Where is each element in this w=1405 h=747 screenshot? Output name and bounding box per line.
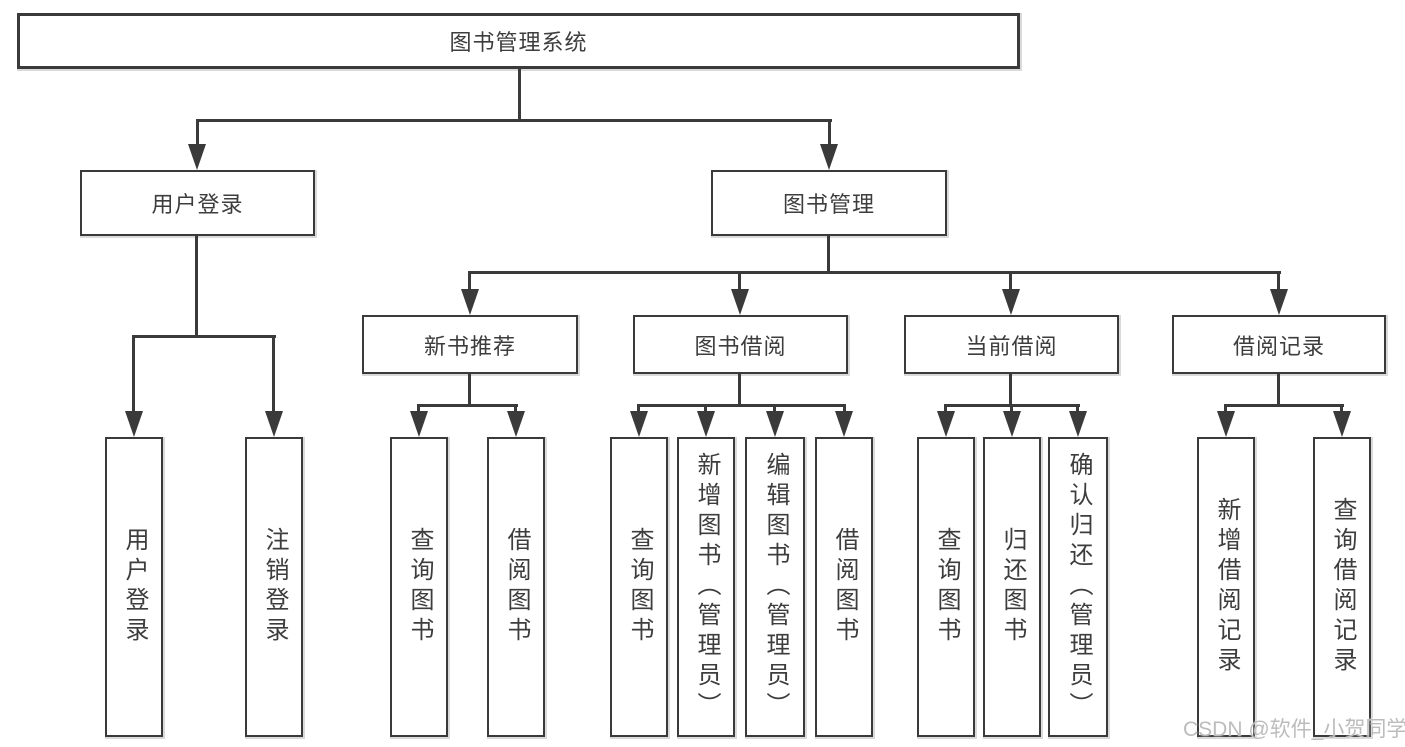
csdn-watermark: CSDN @软件_小贺同学 (1183, 718, 1405, 741)
connector-line (417, 404, 420, 414)
connector-line (272, 335, 275, 412)
leaf-label: 新增借阅记录 (1213, 497, 1240, 677)
leaf-label: 注销登录 (261, 527, 288, 647)
connector-line (132, 335, 276, 338)
leaf-return-books: 归还图书 (983, 437, 1041, 737)
arrow-down-icon (188, 144, 206, 170)
connector-line (1224, 404, 1344, 407)
connector-line (196, 119, 199, 147)
connector-line (704, 404, 707, 414)
connector-line (738, 374, 741, 407)
arrow-down-icon (630, 411, 648, 437)
arrow-down-icon (1003, 411, 1021, 437)
connector-line (1277, 271, 1280, 291)
connector-line (468, 271, 1281, 274)
leaf-borrow-books-borrowing: 借阅图书 (815, 437, 873, 737)
connector-line (468, 374, 471, 407)
leaf-edit-book-admin: 编辑图书（管理员） (745, 437, 805, 737)
connector-line (1076, 404, 1079, 414)
arrow-down-icon (461, 289, 479, 315)
arrow-down-icon (766, 411, 784, 437)
leaf-query-books-current: 查询图书 (917, 437, 975, 737)
connector-line (132, 335, 135, 412)
node-borrowing-records: 借阅记录 (1172, 315, 1386, 374)
arrow-down-icon (697, 411, 715, 437)
node-book-borrowing: 图书借阅 (633, 315, 848, 374)
connector-line (417, 404, 518, 407)
leaf-label: 归还图书 (999, 527, 1026, 647)
leaf-query-books-recommend: 查询图书 (390, 437, 448, 737)
arrow-down-icon (125, 411, 143, 437)
connector-line (827, 236, 830, 274)
arrow-down-icon (731, 289, 749, 315)
leaf-label: 查询图书 (933, 527, 960, 647)
connector-line (1009, 374, 1012, 407)
node-book-management: 图书管理 (711, 170, 947, 236)
connector-line (1009, 271, 1012, 291)
leaf-label: 编辑图书（管理员） (762, 452, 789, 722)
leaf-borrow-books-recommend: 借阅图书 (487, 437, 545, 737)
leaf-logout: 注销登录 (245, 437, 303, 737)
connector-line (637, 404, 640, 414)
leaf-label: 查询图书 (626, 527, 653, 647)
leaf-add-borrow-record: 新增借阅记录 (1197, 437, 1255, 737)
leaf-confirm-return-admin: 确认归还（管理员） (1048, 437, 1108, 737)
connector-line (196, 119, 832, 122)
arrow-down-icon (1217, 411, 1235, 437)
connector-line (1277, 374, 1280, 407)
leaf-label: 用户登录 (121, 527, 148, 647)
connector-line (828, 119, 831, 147)
connector-line (738, 271, 741, 291)
node-user-login: 用户登录 (80, 170, 315, 236)
leaf-query-books-borrowing: 查询图书 (610, 437, 668, 737)
arrow-down-icon (835, 411, 853, 437)
connector-line (514, 404, 517, 414)
connector-line (1224, 404, 1227, 414)
connector-line (1340, 404, 1343, 414)
connector-line (468, 271, 471, 291)
connector-line (773, 404, 776, 414)
connector-line (195, 236, 198, 338)
arrow-down-icon (507, 411, 525, 437)
connector-line (843, 404, 846, 414)
connector-line (637, 404, 846, 407)
leaf-label: 借阅图书 (503, 527, 530, 647)
arrow-down-icon (1069, 411, 1087, 437)
leaf-label: 查询图书 (406, 527, 433, 647)
node-new-book-recommendation: 新书推荐 (362, 315, 578, 374)
arrow-down-icon (1270, 289, 1288, 315)
leaf-label: 新增图书（管理员） (693, 452, 720, 722)
leaf-label: 确认归还（管理员） (1065, 452, 1092, 722)
connector-line (518, 69, 521, 121)
arrow-down-icon (265, 411, 283, 437)
arrow-down-icon (1002, 289, 1020, 315)
node-current-borrowing: 当前借阅 (904, 315, 1119, 374)
connector-line (1010, 404, 1013, 414)
connector-line (944, 404, 947, 414)
leaf-query-borrow-record: 查询借阅记录 (1313, 437, 1371, 737)
arrow-down-icon (820, 144, 838, 170)
arrow-down-icon (937, 411, 955, 437)
arrow-down-icon (410, 411, 428, 437)
leaf-user-login: 用户登录 (105, 437, 163, 737)
leaf-label: 查询借阅记录 (1329, 497, 1356, 677)
leaf-label: 借阅图书 (831, 527, 858, 647)
node-library-management-system: 图书管理系统 (17, 13, 1020, 69)
leaf-add-book-admin: 新增图书（管理员） (677, 437, 735, 737)
arrow-down-icon (1333, 411, 1351, 437)
